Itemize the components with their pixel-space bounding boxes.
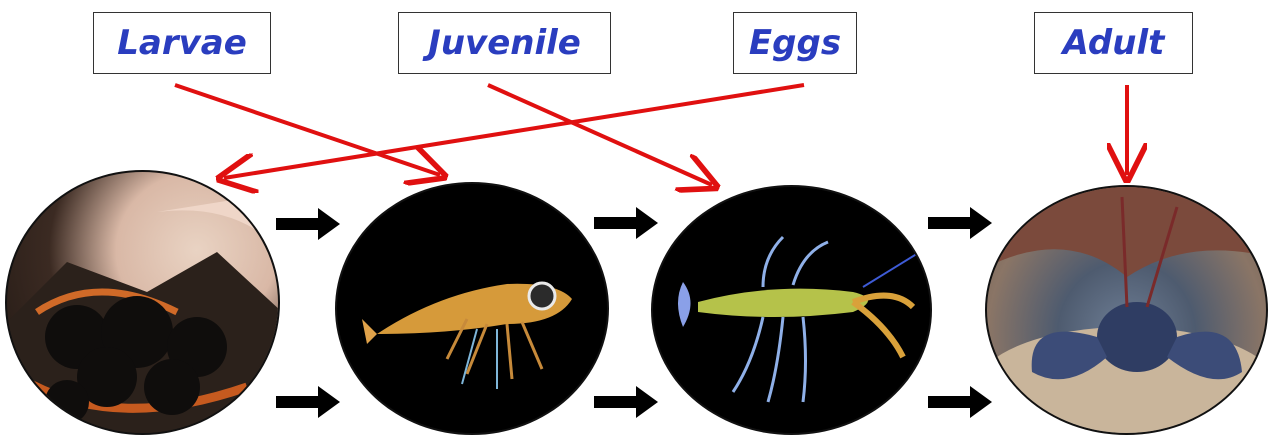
flow-arrow-3-top [928,207,992,239]
flow-arrow-2-bottom [594,386,658,418]
flow-arrow-3-bottom [928,386,992,418]
flow-arrow-1-bottom [276,386,340,418]
arrow-larvae-to-stage [175,85,440,175]
arrow-juvenile-to-stage [488,85,712,185]
flow-arrow-1-top [276,208,340,240]
flow-arrow-2-top [594,207,658,239]
